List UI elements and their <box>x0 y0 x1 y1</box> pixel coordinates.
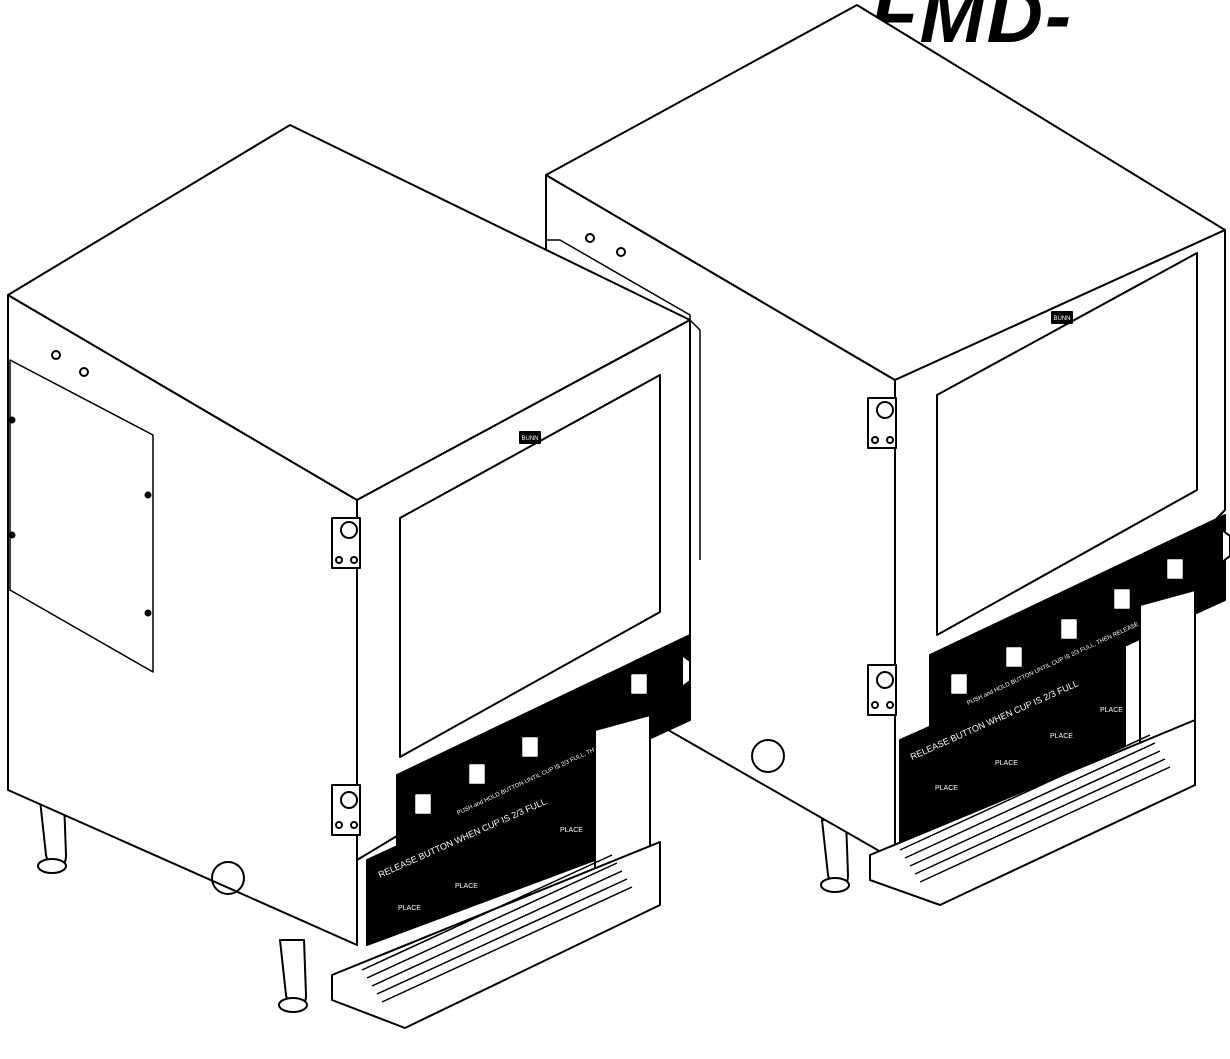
svg-text:PLACE: PLACE <box>1100 707 1123 714</box>
right-side-port <box>751 739 785 773</box>
right-front-window <box>936 252 1198 636</box>
left-brand-badge: BUNN <box>519 431 541 444</box>
right-dispense-back <box>899 639 1126 851</box>
left-rear-door-edge <box>689 319 701 560</box>
right-tray-slats <box>899 734 1171 883</box>
left-lock <box>681 654 691 688</box>
left-drip-tray <box>331 841 661 1029</box>
left-foot-front <box>37 858 67 874</box>
svg-text:PLACE: PLACE <box>1050 733 1073 740</box>
right-drip-tray <box>869 719 1196 906</box>
right-cup-labels: PLACE PLACE PLACE PLACE <box>935 707 1123 792</box>
right-upper-hinge <box>867 397 897 449</box>
right-screw-1 <box>585 233 595 243</box>
left-control-panel <box>396 634 691 856</box>
left-upper-hinge <box>331 517 361 569</box>
right-brand-badge: BUNN <box>1051 311 1073 324</box>
left-dispense-back <box>366 754 596 946</box>
left-screw-1 <box>51 350 61 360</box>
left-front-window <box>399 374 661 758</box>
left-dispenser: BUNN PUSH and HO <box>7 124 701 1029</box>
svg-text:BUNN: BUNN <box>1053 316 1070 322</box>
left-cup-labels: PLACE PLACE PLACE <box>398 827 583 912</box>
right-control-buttons <box>951 559 1183 694</box>
left-access-plate <box>9 359 154 673</box>
left-control-buttons <box>415 674 647 814</box>
right-back-foot <box>820 877 850 893</box>
left-side-port <box>211 861 245 895</box>
svg-text:PLACE: PLACE <box>935 785 958 792</box>
svg-text:PLACE: PLACE <box>560 827 583 834</box>
svg-text:PLACE: PLACE <box>995 760 1018 767</box>
left-lower-hinge <box>331 784 361 836</box>
right-lock <box>1221 529 1230 563</box>
left-tray-slats <box>361 854 633 1003</box>
svg-text:BUNN: BUNN <box>521 436 538 442</box>
left-plate-screws <box>8 416 152 617</box>
right-lower-hinge <box>867 664 897 716</box>
left-foot-back <box>278 997 308 1013</box>
left-leg-back <box>279 939 307 1006</box>
left-screw-2 <box>79 367 89 377</box>
right-control-panel <box>929 514 1226 736</box>
svg-text:PLACE: PLACE <box>455 883 478 890</box>
right-screw-2 <box>616 247 626 257</box>
svg-text:PLACE: PLACE <box>398 905 421 912</box>
